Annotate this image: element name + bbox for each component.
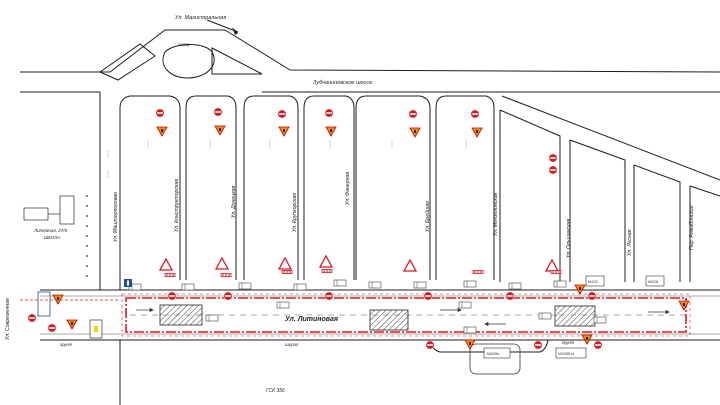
road-works-sign xyxy=(156,126,168,137)
ref-label-1: М4/28а xyxy=(487,352,499,356)
no-entry-sign xyxy=(277,109,287,119)
label-ul-masterlogovaya: Ул. Маштерлоговая xyxy=(113,192,119,242)
label-ul-konstruktorskaya: Ул. Конструкторская xyxy=(174,179,180,232)
label-ul-olshanskaya: Ул. Ольшанская xyxy=(566,218,572,258)
sign-group-donetskaya xyxy=(213,107,226,136)
label-per-anzhabinsky: Пер. Анжабинский xyxy=(688,205,695,250)
label-ul-fanernaya: Ул. Фанерная xyxy=(345,172,351,205)
no-entry-sign xyxy=(548,165,558,175)
sign-group-konstruktorskaya xyxy=(155,108,168,137)
road-works-sign xyxy=(325,126,337,137)
label-gsk: ГСК 356 xyxy=(266,388,285,394)
road-works-sign xyxy=(409,127,421,138)
road-works-sign xyxy=(678,300,690,311)
excavation-pit-1 xyxy=(159,304,203,326)
no-entry-sign xyxy=(213,107,223,117)
sign-group-fanernaya xyxy=(324,108,337,137)
sign-group-krupskaya xyxy=(277,109,290,137)
no-entry-sign xyxy=(155,108,165,118)
sign-group-breyshaya xyxy=(408,109,421,138)
ref-label-4: М4/28 xyxy=(648,280,658,284)
no-entry-sign xyxy=(167,291,177,301)
label-skver: сквер xyxy=(178,42,190,47)
label-ul-litiynaya: Ул. Литиновая xyxy=(285,316,338,323)
label-zubchaninovskoe: Зубчаниновское шоссе xyxy=(313,80,372,86)
school-building xyxy=(23,195,75,225)
work-zone-fence xyxy=(121,293,691,337)
label-ul-lesnaya: Ул. Лесная xyxy=(627,229,633,256)
no-entry-sign xyxy=(223,291,233,301)
main-street xyxy=(40,289,720,405)
no-entry-sign xyxy=(425,340,435,350)
no-entry-sign xyxy=(548,153,558,163)
label-ul-breyshaya: Ул. Брейшая xyxy=(424,201,431,232)
dotted-path xyxy=(86,195,88,277)
label-grunt-left: грунт xyxy=(60,342,73,347)
label-ul-donetskaya: Ул. Донецкая xyxy=(231,185,237,218)
no-entry-sign xyxy=(587,291,597,301)
no-entry-sign xyxy=(505,291,515,301)
road-works-sign xyxy=(278,126,290,137)
ref-label-2: М4/28б к1 xyxy=(558,352,575,356)
excavation-pit-3 xyxy=(554,305,596,327)
building-address: Литейная, 27/9 xyxy=(33,227,67,233)
ref-label-3: М4/32 xyxy=(588,280,598,284)
no-entry-sign xyxy=(408,109,418,119)
building-name: ШКОЛА xyxy=(44,235,60,240)
label-ul-sovremennaya: Ул. Современная xyxy=(5,298,11,340)
excavation-pit-2 xyxy=(369,309,409,331)
top-road-section xyxy=(20,19,720,93)
no-entry-sign xyxy=(324,291,334,301)
sign-group-menzelinskaya xyxy=(470,109,483,138)
left-entrance-signs xyxy=(20,291,120,339)
road-works-sign xyxy=(471,127,483,138)
label-grunt-right: грунт xyxy=(562,340,575,345)
road-works-sign xyxy=(214,125,226,136)
no-entry-sign xyxy=(324,108,334,118)
no-entry-sign xyxy=(533,340,543,350)
no-entry-sign xyxy=(593,340,603,350)
side-street-ticks xyxy=(107,140,467,178)
street-blocks xyxy=(99,92,720,290)
reference-boxes xyxy=(483,275,665,359)
label-shurap: шурап xyxy=(285,342,299,347)
direction-arrows xyxy=(136,307,670,327)
no-entry-sign xyxy=(470,109,480,119)
label-ul-krupskaya: Ул. Крупкорская xyxy=(292,193,298,232)
sign-group-olshanskaya xyxy=(548,153,558,175)
label-ul-menzelinskaya: Ул. Мензелинская xyxy=(493,192,499,236)
no-entry-sign xyxy=(423,291,433,301)
label-ul-magistralnaya: Ул. Магистральная xyxy=(174,15,226,21)
